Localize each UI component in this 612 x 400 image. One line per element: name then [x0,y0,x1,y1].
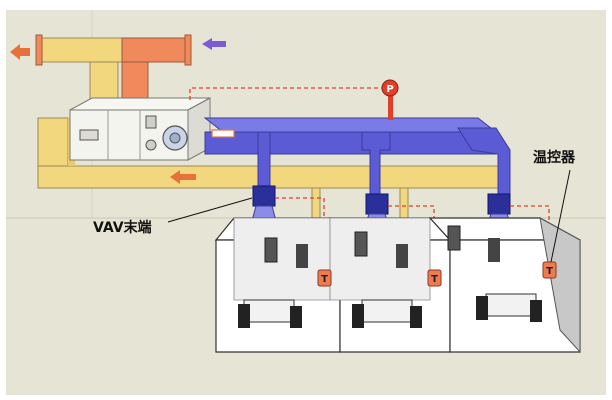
plant-icon [296,238,500,268]
thermostat-label: 温控器 [533,149,576,166]
supply-air-duct [203,117,511,197]
outdoor-air-duct [121,34,192,103]
fan-icon [162,125,188,151]
thermostat-3: T [542,261,557,279]
thermostat-3-label: T [546,266,553,277]
cabinet-icon [264,225,461,263]
return-flow-arrow-icon [170,170,196,184]
coil-icon [145,115,157,151]
chair-icon [238,296,542,328]
thermostat-2: T [427,269,442,287]
thermostat-callout: 温控器 [533,149,576,263]
vav-terminal-label: VAV末端 [93,219,152,236]
pressure-sensor-label: P [386,84,393,95]
room-furniture [238,225,542,328]
air-handling-unit [69,97,211,161]
control-wiring [189,87,550,270]
supply-flow-arrow-icon [211,129,235,138]
vav-terminal-callout: VAV末端 [93,197,253,236]
desk-icon [243,293,537,323]
thermostat-2-label: T [431,274,438,285]
thermostat-1: T [317,269,332,287]
thermostat-1-label: T [321,274,328,285]
intake-arrow-icon [202,38,226,50]
exhaust-arrow-icon [10,44,30,60]
